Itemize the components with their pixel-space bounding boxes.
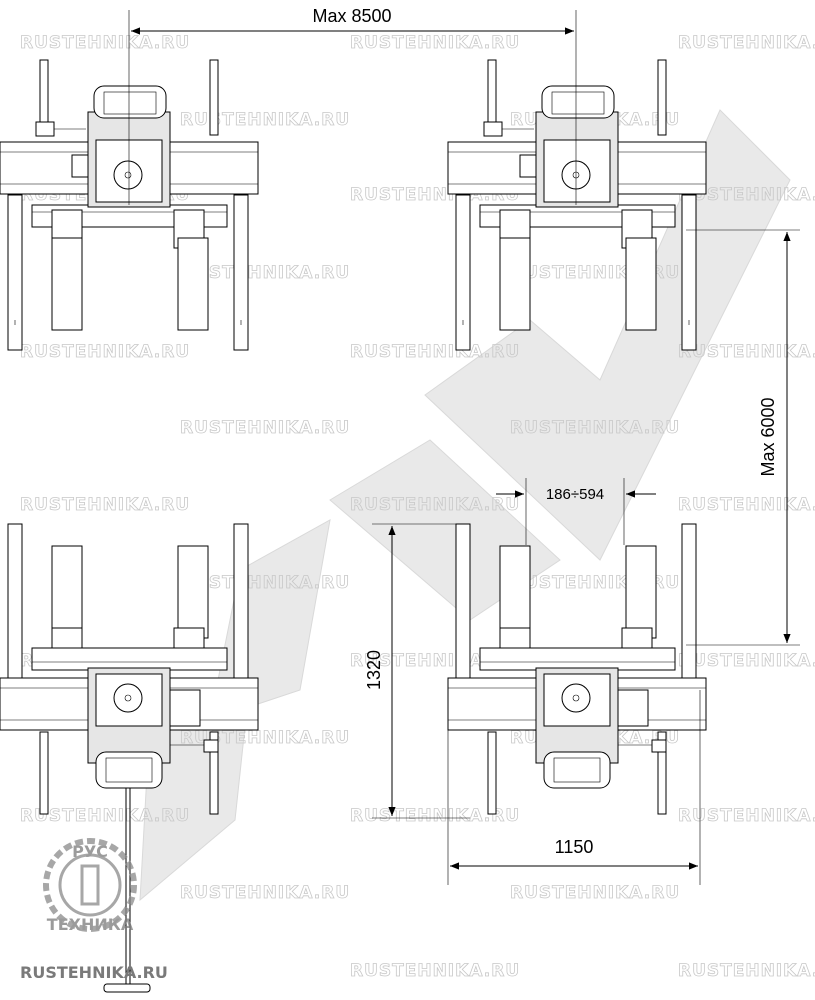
svg-text:RUSTEHNIKA.RU: RUSTEHNIKA.RU — [180, 573, 350, 593]
svg-text:RUSTEHNIKA.RU: RUSTEHNIKA.RU — [180, 263, 350, 283]
svg-text:RUSTEHNIKA.RU: RUSTEHNIKA.RU — [510, 883, 680, 903]
dimension-186-594: 186÷594 — [496, 478, 656, 545]
svg-text:RUSTEHNIKA.RU: RUSTEHNIKA.RU — [678, 33, 815, 53]
dimension-max-6000: Max 6000 — [686, 229, 800, 646]
dimension-max-8500: Max 8500 — [131, 6, 574, 35]
svg-text:RUSTEHNIKA.RU: RUSTEHNIKA.RU — [180, 883, 350, 903]
svg-text:RUSTEHNIKA.RU: RUSTEHNIKA.RU — [678, 342, 815, 362]
svg-text:RUSTEHNIKA.RU: RUSTEHNIKA.RU — [350, 342, 520, 362]
svg-text:RUSTEHNIKA.RU: RUSTEHNIKA.RU — [350, 961, 520, 981]
svg-text:RUSTEHNIKA.RU: RUSTEHNIKA.RU — [180, 418, 350, 438]
svg-text:RUSTEHNIKA.RU: RUSTEHNIKA.RU — [20, 495, 190, 515]
svg-text:186÷594: 186÷594 — [546, 486, 604, 503]
dimension-1320: 1320 — [364, 523, 470, 819]
svg-text:RUSTEHNIKA.RU: RUSTEHNIKA.RU — [20, 342, 190, 362]
svg-text:ТЕХНИКА: ТЕХНИКА — [47, 915, 134, 934]
handle-rod — [103, 788, 151, 993]
brand-caption: RUSTEHNIKA.RU — [20, 963, 168, 982]
svg-text:RUSTEHNIKA.RU: RUSTEHNIKA.RU — [20, 806, 190, 826]
rustehnika-logo: РУС ТЕХНИКА — [43, 838, 137, 934]
svg-text:РУС: РУС — [72, 842, 108, 861]
svg-text:Max 6000: Max 6000 — [758, 397, 778, 476]
svg-text:1320: 1320 — [364, 650, 384, 690]
svg-text:RUSTEHNIKA.RU: RUSTEHNIKA.RU — [510, 418, 680, 438]
svg-text:Max 8500: Max 8500 — [312, 6, 391, 26]
svg-text:RUSTEHNIKA.RU: RUSTEHNIKA.RU — [678, 961, 815, 981]
svg-text:1150: 1150 — [555, 837, 594, 857]
dimension-1150: 1150 — [447, 690, 701, 885]
svg-text:RUSTEHNIKA.RU: RUSTEHNIKA.RU — [180, 110, 350, 130]
svg-text:RUSTEHNIKA.RU: RUSTEHNIKA.RU — [20, 33, 190, 53]
svg-text:RUSTEHNIKA.RU: RUSTEHNIKA.RU — [180, 728, 350, 748]
svg-text:RUSTEHNIKA.RU: RUSTEHNIKA.RU — [678, 651, 815, 671]
svg-text:RUSTEHNIKA.RU: RUSTEHNIKA.RU — [678, 806, 815, 826]
svg-text:RUSTEHNIKA.RU: RUSTEHNIKA.RU — [678, 185, 815, 205]
svg-text:RUSTEHNIKA.RU: RUSTEHNIKA.RU — [678, 495, 815, 515]
svg-text:RUSTEHNIKA.RU: RUSTEHNIKA.RU — [350, 33, 520, 53]
svg-text:RUSTEHNIKA.RU: RUSTEHNIKA.RU — [350, 495, 520, 515]
